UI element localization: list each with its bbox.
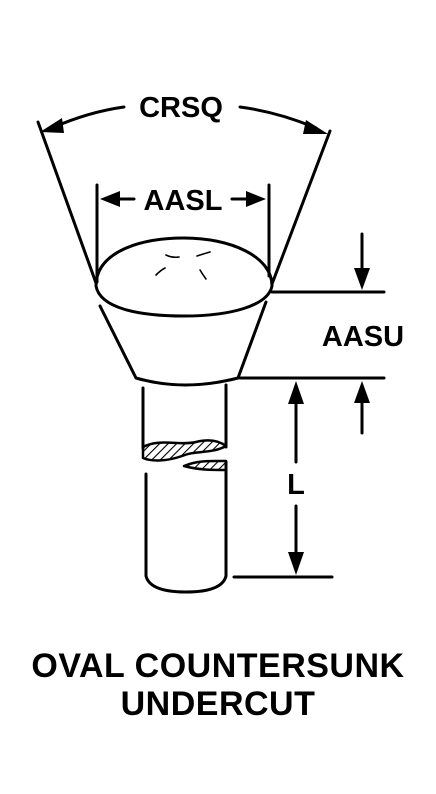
shank-lower <box>144 460 228 594</box>
crsq-extension-left <box>36 120 98 285</box>
crsq-label: CRSQ <box>139 92 223 124</box>
aasu-arrowhead-bottom <box>354 381 370 403</box>
l-arrowhead-top <box>288 381 304 404</box>
oval-head <box>94 236 274 318</box>
highlight-mark-2 <box>196 251 211 257</box>
highlight-mark-4 <box>199 269 207 280</box>
countersunk-cone <box>98 300 268 387</box>
caption-line-2: UNDERCUT <box>120 685 316 723</box>
caption-line-1: OVAL COUNTERSUNK <box>31 647 405 685</box>
highlight-mark-3 <box>155 267 166 276</box>
aasl-label: AASL <box>144 185 223 217</box>
crsq-extension-right <box>270 129 332 286</box>
l-label: L <box>287 469 305 501</box>
l-arrowhead-bottom <box>288 552 304 575</box>
crsq-arrowhead-left <box>40 118 64 133</box>
highlight-mark-1 <box>165 254 180 259</box>
crsq-arc-right <box>238 105 318 130</box>
shank-break-upper <box>141 439 228 462</box>
aasl-arrowhead-left <box>100 191 120 207</box>
aasu-label: AASU <box>322 321 404 353</box>
crsq-arrowhead-right <box>303 120 328 134</box>
aasl-arrowhead-right <box>246 191 266 207</box>
shank-break-lower <box>182 459 228 472</box>
aasu-arrowhead-top <box>354 268 370 290</box>
